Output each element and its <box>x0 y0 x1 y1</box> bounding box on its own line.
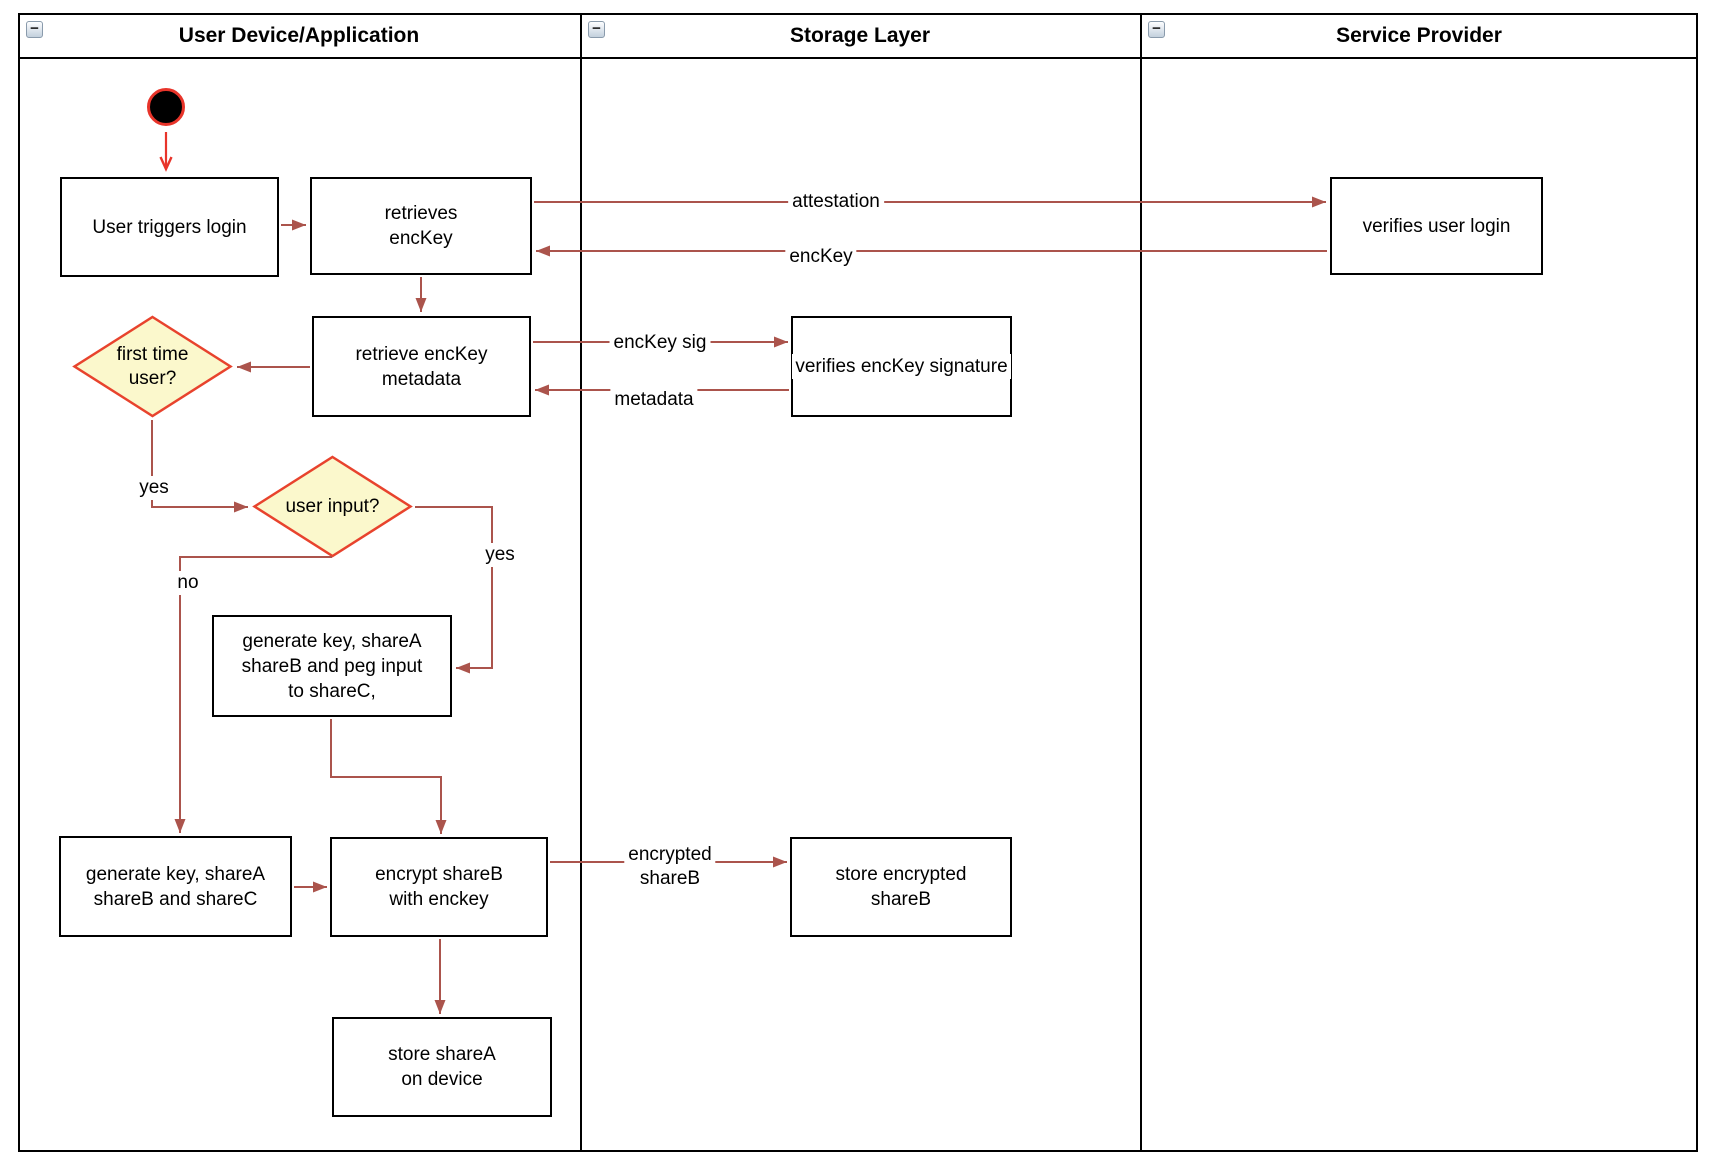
diamond-shape <box>72 315 233 418</box>
decision-first-time-user[interactable]: first time user? <box>72 315 233 418</box>
node-generate-key-peg-input[interactable]: generate key, shareA shareB and peg inpu… <box>212 615 452 717</box>
collapse-lane-button-3[interactable]: − <box>1148 21 1165 38</box>
node-encrypt-shareb[interactable]: encrypt shareB with enckey <box>330 837 548 937</box>
edge-label-enckey[interactable]: encKey <box>785 245 857 269</box>
edge-label-metadata[interactable]: metadata <box>610 388 698 412</box>
lane-title-user-device: User Device/Application <box>178 23 420 47</box>
edge-label-no-user-input[interactable]: no <box>173 571 203 595</box>
minus-icon: − <box>30 20 39 37</box>
node-store-encrypted-shareb[interactable]: store encrypted shareB <box>790 837 1012 937</box>
node-retrieves-enckey[interactable]: retrieves encKey <box>310 177 532 275</box>
decision-label: first time user? <box>116 343 189 389</box>
lane-title-storage-layer: Storage Layer <box>789 23 931 47</box>
diamond-shape <box>252 455 413 558</box>
edge-label-enckey-sig[interactable]: encKey sig <box>609 331 711 355</box>
node-verifies-user-login[interactable]: verifies user login <box>1330 177 1543 275</box>
node-label: verifies encKey signature <box>792 354 1011 379</box>
lane-title-service-provider: Service Provider <box>1336 23 1502 47</box>
node-store-sharea-on-device[interactable]: store shareA on device <box>332 1017 552 1117</box>
lane-separator-2 <box>1140 13 1142 1152</box>
decision-label: user input? <box>285 495 380 517</box>
collapse-lane-button-1[interactable]: − <box>26 21 43 38</box>
edge-label-encrypted-shareb[interactable]: encrypted shareB <box>624 843 716 891</box>
minus-icon: − <box>1152 20 1161 37</box>
swimlane-pool <box>18 13 1698 1152</box>
lane-separator-1 <box>580 13 582 1152</box>
collapse-lane-button-2[interactable]: − <box>588 21 605 38</box>
minus-icon: − <box>592 20 601 37</box>
lane-header-divider <box>18 57 1698 59</box>
edge-label-attestation[interactable]: attestation <box>788 190 884 214</box>
edge-label-yes-first-time[interactable]: yes <box>135 476 173 500</box>
node-user-triggers-login[interactable]: User triggers login <box>60 177 279 277</box>
node-generate-key-abc[interactable]: generate key, shareA shareB and shareC <box>59 836 292 937</box>
decision-user-input[interactable]: user input? <box>252 455 413 558</box>
node-verifies-enckey-signature[interactable]: verifies encKey signature <box>791 316 1012 417</box>
node-retrieve-enckey-metadata[interactable]: retrieve encKey metadata <box>312 316 531 417</box>
edge-label-yes-user-input[interactable]: yes <box>481 543 519 567</box>
start-node[interactable] <box>147 88 185 126</box>
